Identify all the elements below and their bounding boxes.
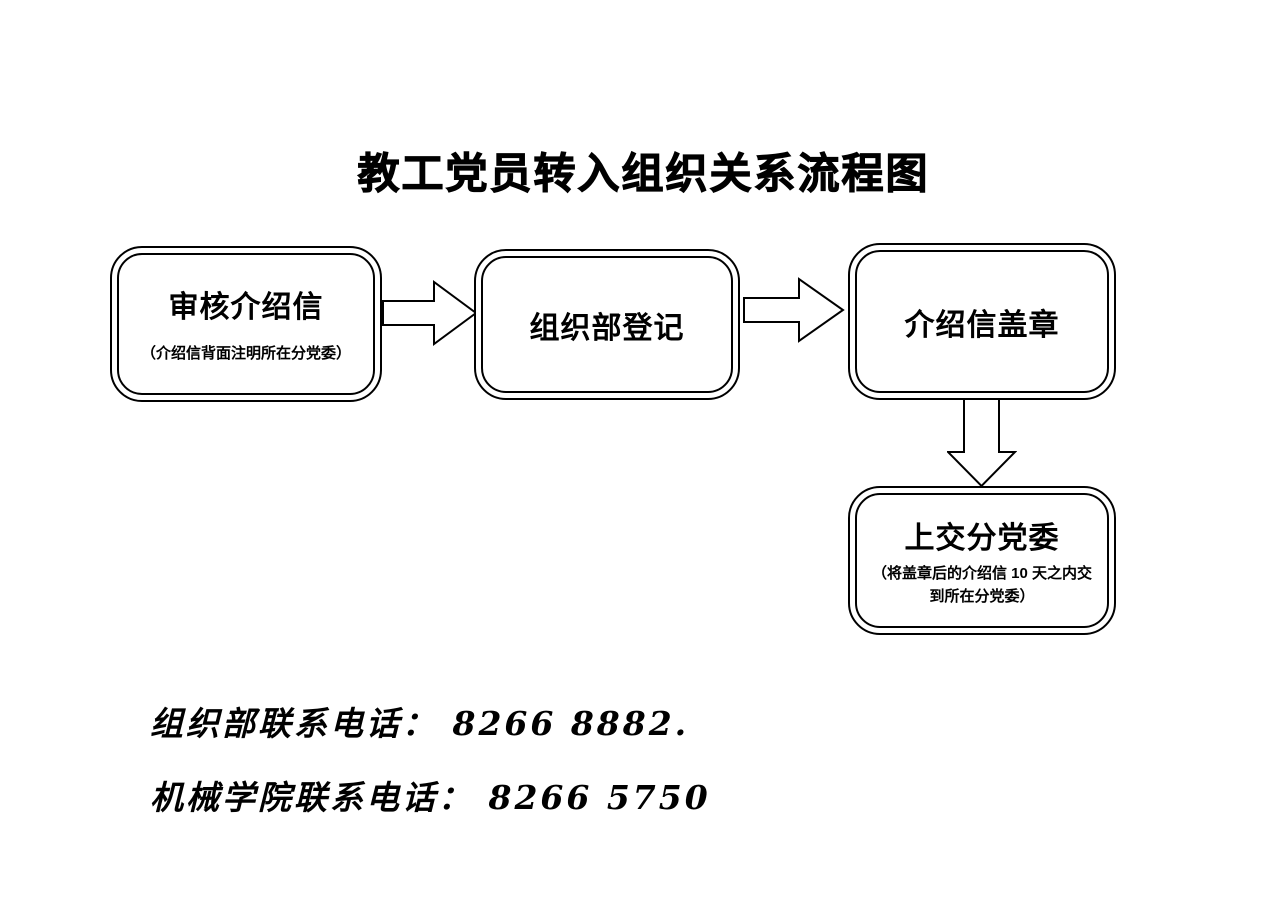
- arrow-down-icon: [945, 398, 1018, 493]
- box-label: 介绍信盖章: [904, 308, 1060, 342]
- flow-box-submit-inner: 上交分党委 （将盖章后的介绍信 10 天之内交到所在分党委）: [855, 493, 1109, 628]
- flow-box-stamp: 介绍信盖章: [848, 243, 1116, 400]
- flow-box-register-inner: 组织部登记: [481, 256, 733, 393]
- box-note: （介绍信背面注明所在分党委）: [140, 345, 351, 363]
- box-label: 组织部登记: [529, 311, 685, 345]
- footer-phone-orgdept: 组织部联系电话： 8266 8882.: [150, 704, 690, 743]
- box-label: 审核介绍信: [168, 291, 324, 325]
- arrow-right-icon: [382, 278, 478, 353]
- box-note: （将盖章后的介绍信 10 天之内交到所在分党委）: [871, 564, 1093, 605]
- page-title: 教工党员转入组织关系流程图: [357, 150, 930, 198]
- flow-box-register: 组织部登记: [474, 249, 740, 400]
- flow-box-review-letter: 审核介绍信 （介绍信背面注明所在分党委）: [110, 246, 382, 402]
- flow-box-submit: 上交分党委 （将盖章后的介绍信 10 天之内交到所在分党委）: [848, 486, 1116, 635]
- footer-phone-college: 机械学院联系电话： 8266 5750: [150, 778, 711, 817]
- flow-box-stamp-inner: 介绍信盖章: [855, 250, 1109, 393]
- flow-box-review-letter-inner: 审核介绍信 （介绍信背面注明所在分党委）: [117, 253, 375, 395]
- arrow-right-icon: [743, 275, 845, 350]
- box-label: 上交分党委: [904, 521, 1060, 555]
